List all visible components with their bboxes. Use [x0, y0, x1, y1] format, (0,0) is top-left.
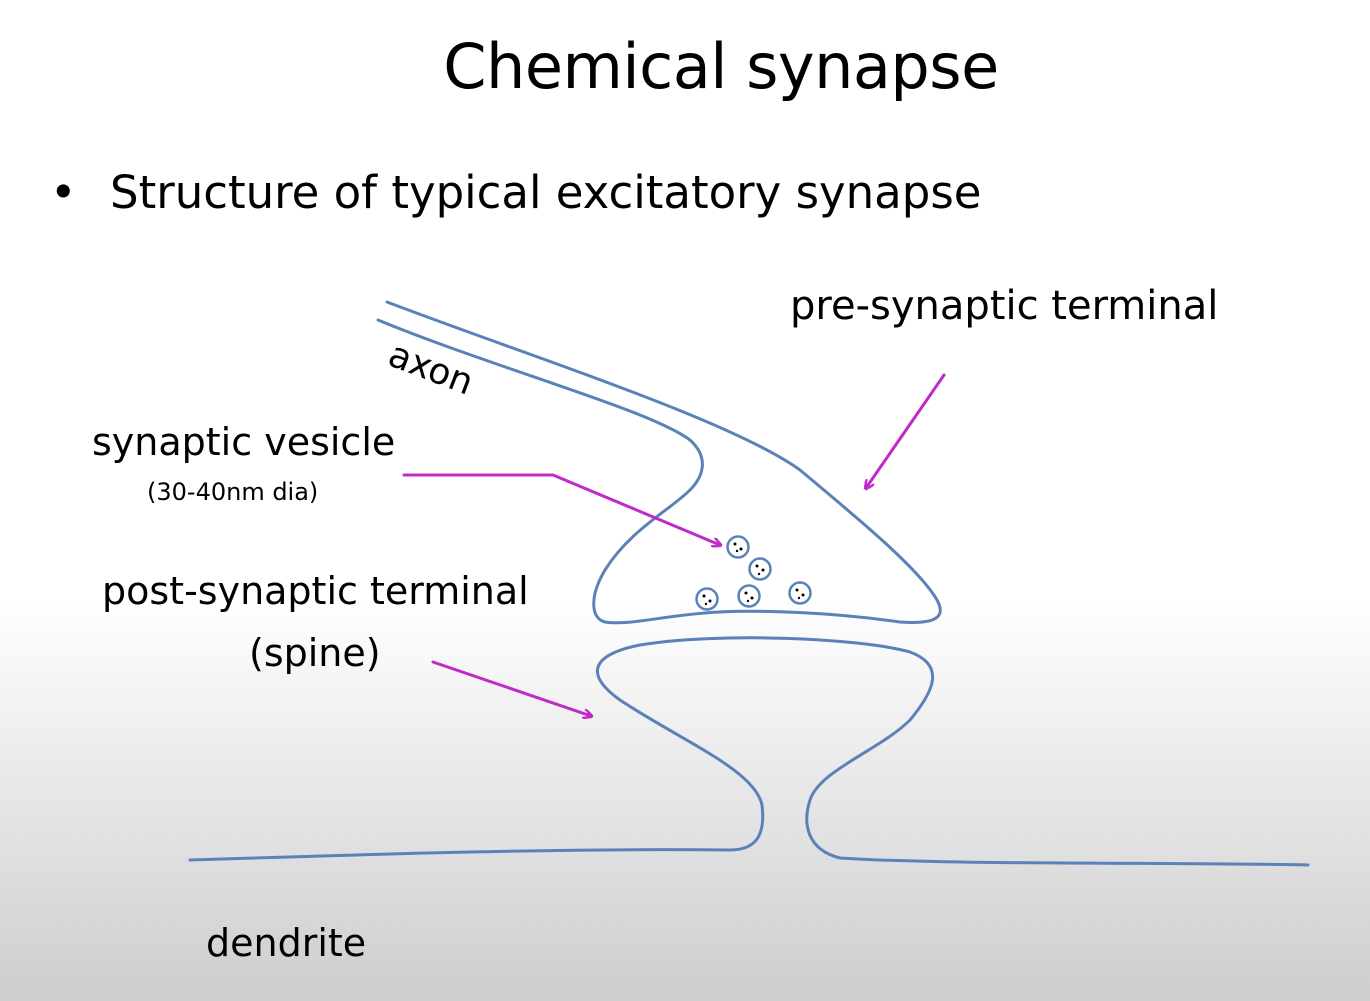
post-synaptic-arrow — [431, 660, 591, 716]
spine-membrane — [188, 636, 1310, 867]
axon-label: axon — [383, 334, 479, 403]
vesicle — [788, 581, 812, 605]
dendrite-label: dendrite — [206, 921, 367, 965]
axon-lower-membrane — [376, 318, 704, 492]
pre-synaptic-label: pre-synaptic terminal — [790, 283, 1219, 329]
vesicle — [726, 535, 750, 559]
synaptic-vesicles — [695, 535, 812, 611]
vesicle-arrow — [402, 473, 720, 545]
bullet-dot: • — [50, 166, 77, 219]
vesicle-size-label: (30-40nm dia) — [147, 478, 319, 506]
vesicle — [737, 584, 761, 608]
axon-upper-membrane — [385, 300, 942, 625]
bullet-point: • Structure of typical excitatory synapse — [50, 166, 981, 219]
spine-label: (spine) — [249, 631, 381, 675]
vesicle — [695, 587, 719, 611]
pre-synaptic-arrow — [866, 373, 946, 488]
synaptic-vesicle-label: synaptic vesicle — [92, 420, 396, 464]
slide-title: Chemical synapse — [443, 30, 999, 103]
bullet-text: Structure of typical excitatory synapse — [110, 166, 982, 219]
vesicle — [748, 557, 772, 581]
post-synaptic-label: post-synaptic terminal — [102, 569, 529, 613]
